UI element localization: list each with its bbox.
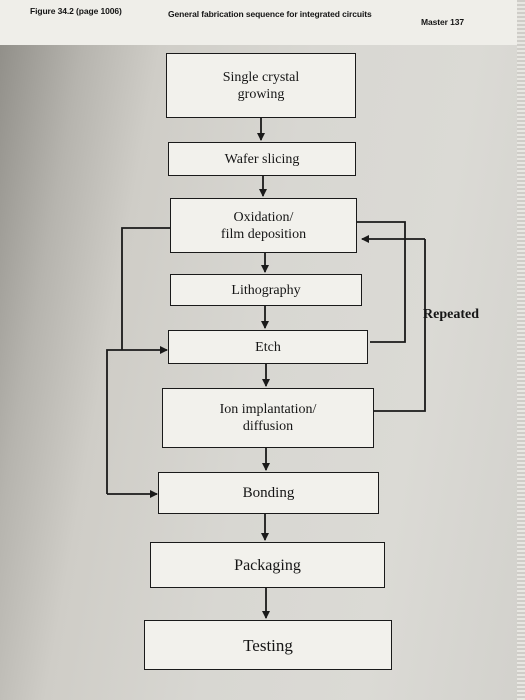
step-label: Testing xyxy=(243,635,293,655)
left-loop-line xyxy=(121,227,170,350)
step-label: Etch xyxy=(255,339,281,355)
master-label: Master 137 xyxy=(421,17,464,27)
step-bonding: Bonding xyxy=(158,472,379,514)
right-loop-outer xyxy=(374,239,426,412)
right-loop-line xyxy=(357,221,406,343)
step-packaging: Packaging xyxy=(150,542,385,588)
step-etch: Etch xyxy=(168,330,368,364)
step-label: Packaging xyxy=(234,556,301,574)
step-label: Wafer slicing xyxy=(224,151,300,167)
step-label: Single crystal growing xyxy=(222,69,300,102)
step-ion-implantation: Ion implantation/ diffusion xyxy=(162,388,374,448)
step-testing: Testing xyxy=(144,620,392,670)
paper-top-margin xyxy=(0,0,525,45)
step-label: Bonding xyxy=(242,484,295,501)
step-lithography: Lithography xyxy=(170,274,362,306)
step-single-crystal-growing: Single crystal growing xyxy=(166,53,356,118)
figure-label: Figure 34.2 (page 1006) xyxy=(30,6,122,16)
paper-edge xyxy=(517,0,525,700)
step-label: Lithography xyxy=(231,282,301,298)
step-label: Oxidation/ film deposition xyxy=(220,209,307,242)
step-label: Ion implantation/ diffusion xyxy=(219,402,317,434)
step-wafer-slicing: Wafer slicing xyxy=(168,142,356,176)
left-loop-line-down xyxy=(106,349,122,494)
step-oxidation: Oxidation/ film deposition xyxy=(170,198,357,253)
figure-title: General fabrication sequence for integra… xyxy=(168,9,372,19)
repeated-label: Repeated xyxy=(423,307,479,322)
